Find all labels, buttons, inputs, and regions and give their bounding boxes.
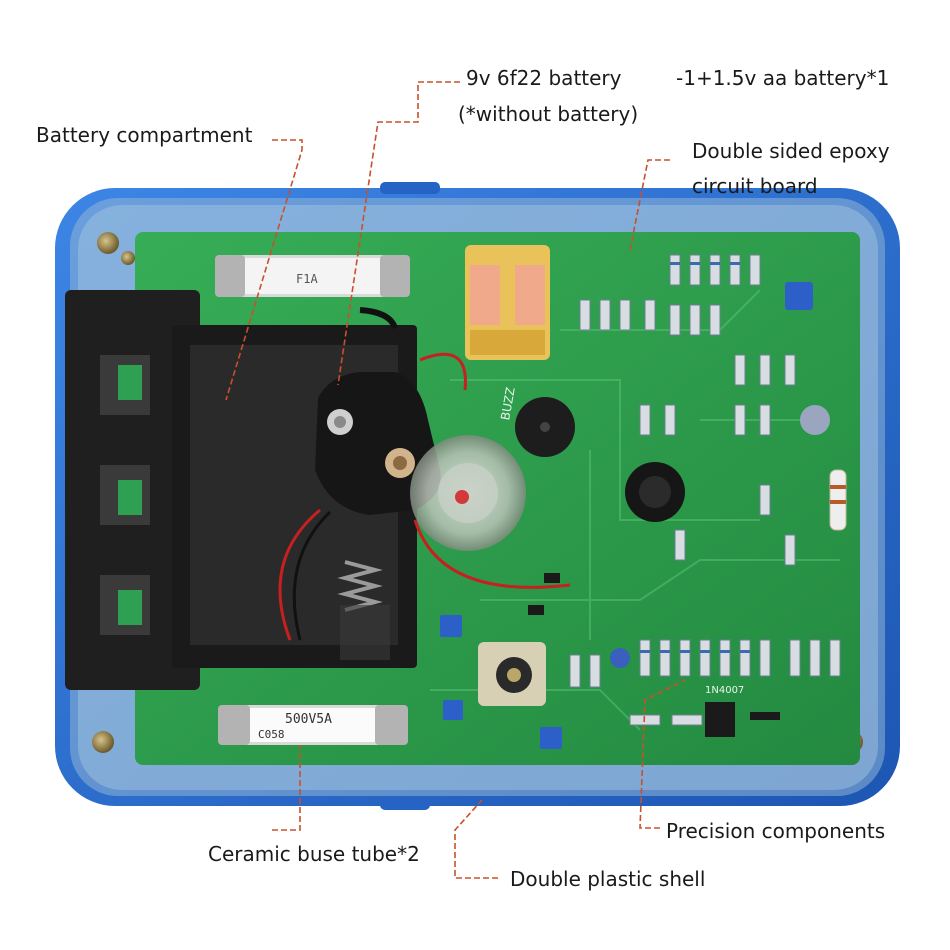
misc-components: 1N4007 xyxy=(528,405,847,737)
callout-9v-battery-line2: (*without battery) xyxy=(458,102,639,126)
buzzer: BUZZ xyxy=(498,386,575,457)
leader-lines xyxy=(225,81,686,879)
diode-print: 1N4007 xyxy=(705,685,744,696)
fuse-bottom-code: C058 xyxy=(258,728,285,741)
callout-plastic-shell: Double plastic shell xyxy=(510,867,706,891)
fuse-top: F1A xyxy=(215,255,410,297)
rotary-switch-hole xyxy=(625,462,685,522)
fuse-bottom: 500V5A C058 xyxy=(218,705,408,745)
trim-potentiometers xyxy=(440,282,813,749)
callout-circuit-board-line1: Double sided epoxy xyxy=(692,139,890,163)
callout-aa-battery: -1+1.5v aa battery*1 xyxy=(676,66,890,90)
callout-precision-components: Precision components xyxy=(666,819,886,843)
speaker-disc xyxy=(410,435,526,551)
callout-battery-compartment: Battery compartment xyxy=(36,123,253,147)
callout-9v-battery-line1: 9v 6f22 battery xyxy=(466,66,622,90)
precision-resistors xyxy=(569,254,841,726)
large-potentiometer xyxy=(478,642,546,706)
callout-circuit-board-line2: circuit board xyxy=(692,174,818,198)
callout-ceramic-fuse: Ceramic buse tube*2 xyxy=(208,842,420,866)
battery-snap-connector xyxy=(278,307,571,641)
buzzer-print: BUZZ xyxy=(498,386,518,421)
fuse-top-print: F1A xyxy=(296,272,318,286)
fuse-bottom-rating: 500V5A xyxy=(285,712,332,727)
transformer xyxy=(465,245,550,360)
